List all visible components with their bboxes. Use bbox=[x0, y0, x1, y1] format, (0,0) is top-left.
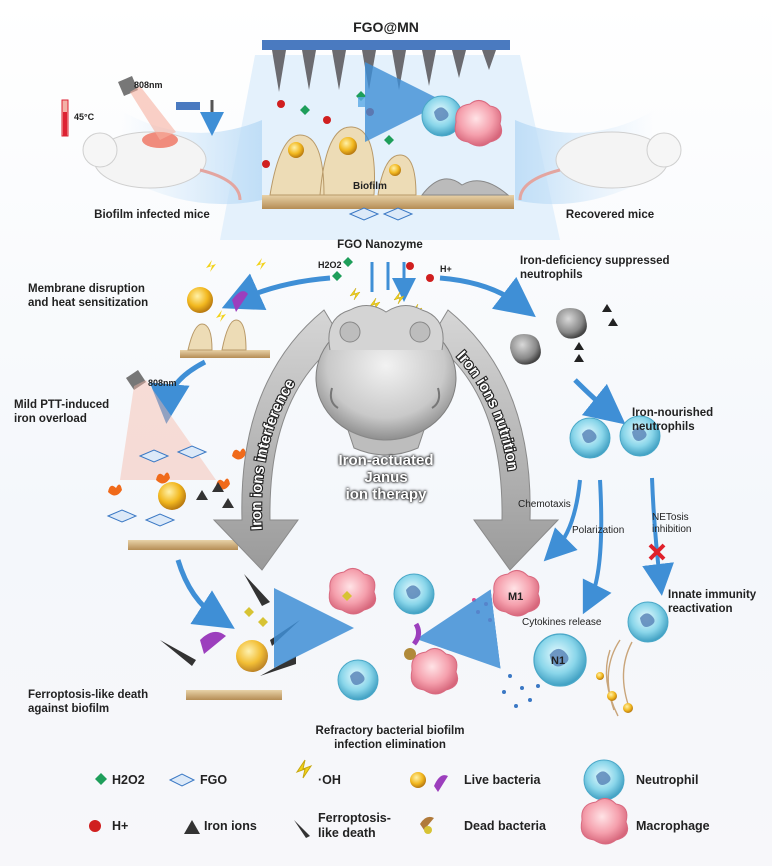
fgo-nanozyme-sheets bbox=[348, 207, 414, 221]
infected-mouse-illustration bbox=[61, 76, 242, 201]
fgo-nanozyme-label: FGO Nanozyme bbox=[337, 239, 423, 251]
legend-dead-bacteria-label: Dead bacteria bbox=[464, 819, 546, 833]
microneedle-backing bbox=[262, 40, 510, 50]
janus-arc-left bbox=[212, 309, 343, 571]
legend-hydroxyl-label: ·OH bbox=[318, 773, 341, 787]
legend-icons bbox=[89, 759, 629, 845]
ptt-laser-label: 808nm bbox=[148, 378, 177, 388]
innate-immunity-neutrophil bbox=[596, 601, 669, 717]
recovered-mice-label: Recovered mice bbox=[565, 209, 655, 221]
ferroptosis-scene bbox=[160, 574, 300, 700]
legend-neutrophil-label: Neutrophil bbox=[636, 773, 699, 787]
outcome-label: Refractory bacterial biofilm infection e… bbox=[315, 725, 465, 751]
janus-arc-right bbox=[429, 309, 560, 571]
nourished-neutrophil-1 bbox=[569, 417, 611, 459]
legend-macrophage-label: Macrophage bbox=[636, 819, 710, 833]
janus-head-illustration bbox=[315, 305, 457, 456]
h2o2-label: H2O2 bbox=[318, 260, 342, 270]
membrane-disruption-scene bbox=[180, 258, 270, 358]
biofilm-base bbox=[262, 195, 514, 209]
cytokines-release-label: Cytokines release bbox=[522, 617, 602, 628]
legend-iron-ions-label: Iron ions bbox=[204, 819, 257, 833]
recovered-mouse-illustration bbox=[518, 131, 682, 201]
suppressed-neutrophils bbox=[510, 304, 618, 365]
ferroptosis-label: Ferroptosis-like death against biofilm bbox=[28, 689, 149, 715]
iron-nourished-label: Iron-nourished neutrophils bbox=[632, 407, 714, 433]
biofilm-label: Biofilm bbox=[353, 181, 387, 192]
figure-title: FGO@MN bbox=[353, 19, 419, 35]
legend-ferroptosis-label: Ferroptosis- like death bbox=[318, 811, 391, 840]
membrane-disruption-label: Membrane disruption and heat sensitizati… bbox=[28, 283, 149, 309]
infected-mice-label: Biofilm infected mice bbox=[94, 209, 210, 221]
iron-deficiency-label: Iron-deficiency suppressed neutrophils bbox=[520, 255, 670, 281]
innate-immunity-label: Innate immunity reactivation bbox=[668, 589, 757, 615]
chemotaxis-label: Chemotaxis bbox=[518, 499, 571, 510]
legend-hplus-label: H+ bbox=[112, 819, 129, 833]
m1-label: M1 bbox=[508, 591, 524, 603]
laser-wavelength-label: 808nm bbox=[134, 80, 163, 90]
elimination-scene bbox=[328, 567, 459, 701]
ptt-iron-overload-label: Mild PTT-induced iron overload bbox=[14, 399, 110, 425]
janus-therapy-label: Iron-actuated Janus ion therapy bbox=[338, 452, 434, 503]
netosis-label: NETosis inhibition bbox=[652, 512, 692, 535]
temperature-label: 45°C bbox=[74, 112, 95, 122]
n1-label: N1 bbox=[551, 655, 566, 667]
legend-h2o2-label: H2O2 bbox=[112, 773, 145, 787]
legend-fgo-label: FGO bbox=[200, 773, 228, 787]
polarization-label: Polarization bbox=[572, 525, 625, 536]
hplus-label: H+ bbox=[440, 264, 452, 274]
legend-live-bacteria-label: Live bacteria bbox=[464, 773, 541, 787]
ptt-scene bbox=[106, 370, 246, 550]
